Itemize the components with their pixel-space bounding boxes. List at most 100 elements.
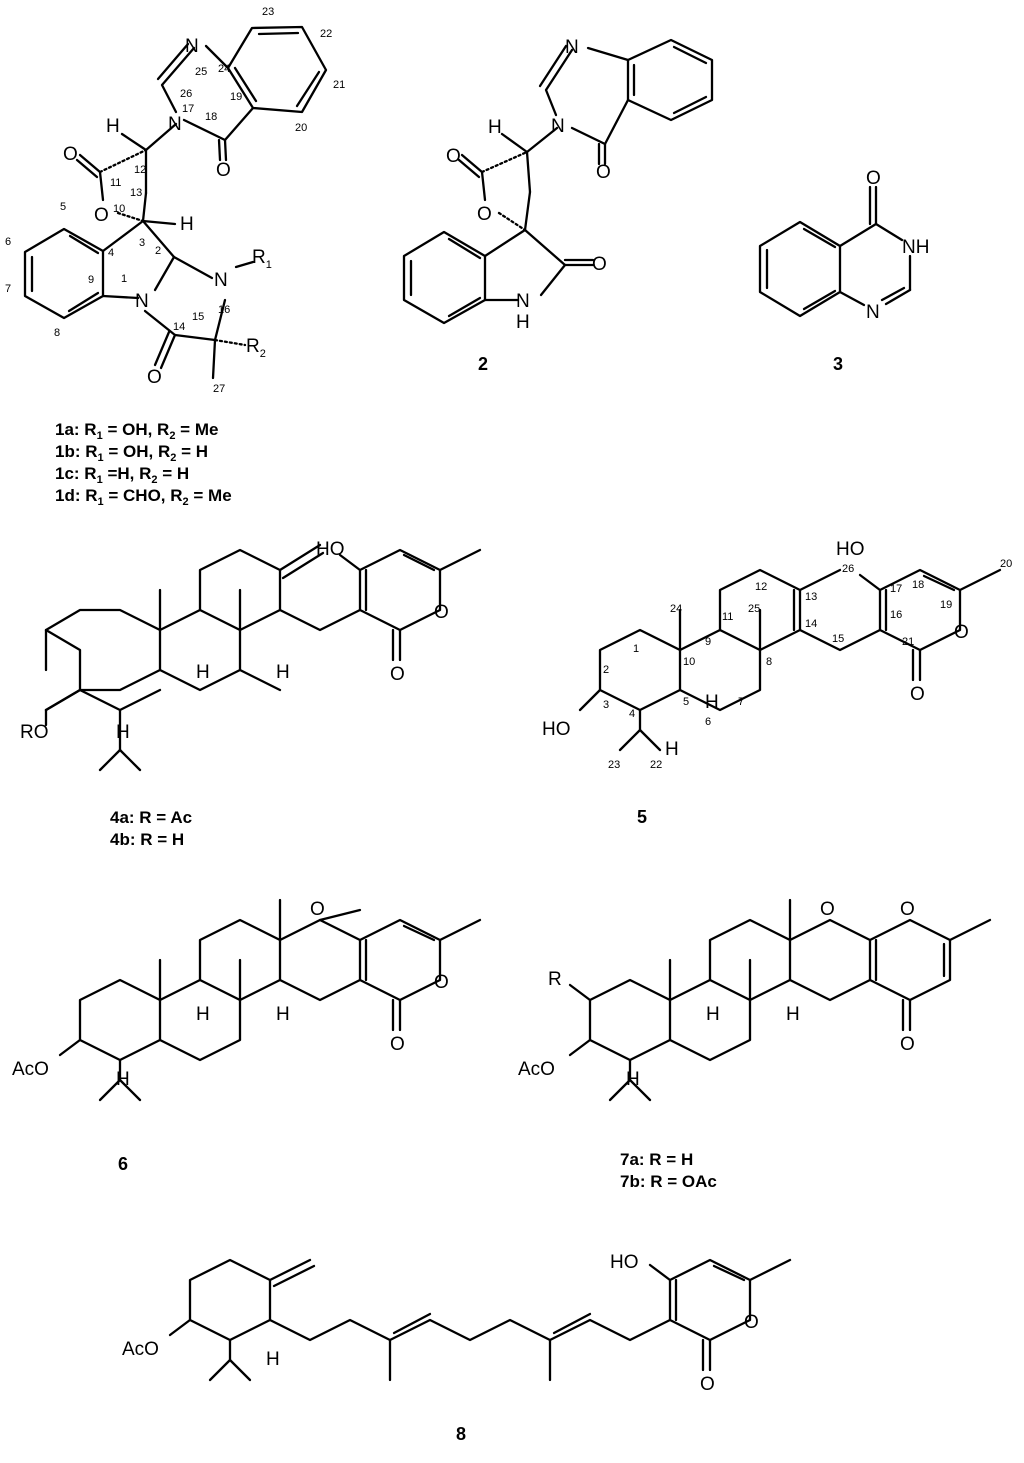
compound-3-atom-o: O — [866, 168, 881, 189]
atom-number: 4 — [108, 247, 114, 259]
compound-7-atom-h5: H — [626, 1069, 640, 1090]
compound-7-structure: R O O O AcO H H H — [518, 898, 992, 1102]
atom-number: 8 — [54, 327, 60, 339]
compound-1-atom-h2: H — [180, 214, 194, 235]
compound-5-atom-h5: H — [665, 739, 679, 760]
variant-label-1c: 1c: R1 =H, R2 = H — [55, 464, 189, 486]
compound-8-structure: HO O O AcO H — [122, 1252, 792, 1395]
atom-number: 26 — [180, 88, 192, 100]
atom-number: 14 — [805, 618, 817, 630]
atom-number: 7 — [5, 283, 11, 295]
compound-7-atom-r: R — [548, 969, 562, 990]
compound-1-atom-o14: O — [147, 367, 162, 388]
compound-2-atom-o-quinazolinone: O — [596, 162, 611, 183]
atom-number: 17 — [182, 103, 194, 115]
compound-2-atom-o-oxindole: O — [592, 254, 607, 275]
compound-1-atom-o11: O — [63, 144, 78, 165]
compound-6-atom-h14: H — [276, 1004, 290, 1025]
atom-number: 27 — [213, 383, 225, 395]
compound-5-numbering: 1 2 3 4 5 6 7 8 9 10 11 12 13 14 15 16 1… — [603, 558, 1012, 771]
atom-number: 3 — [603, 699, 609, 711]
atom-number: 23 — [262, 6, 274, 18]
atom-number: 24 — [218, 63, 230, 75]
atom-number: 13 — [130, 187, 142, 199]
compound-8-atom-o-ring: O — [744, 1312, 759, 1333]
atom-number: 10 — [683, 656, 695, 668]
compound-7-atom-h9: H — [706, 1004, 720, 1025]
compound-8-atom-h: H — [266, 1349, 280, 1370]
compound-2-label: 2 — [478, 354, 488, 374]
compound-4-atom-h5: H — [116, 722, 130, 743]
atom-number: 26 — [842, 563, 854, 575]
compound-2-structure: N N O H O O O N H — [402, 37, 714, 333]
compound-2-atom-nh-h: H — [516, 312, 530, 333]
atom-number: 15 — [832, 633, 844, 645]
atom-number: 22 — [320, 28, 332, 40]
atom-number: 1 — [633, 643, 639, 655]
compound-2-atom-n-quinazoline: N — [565, 37, 579, 58]
compound-6-label: 6 — [118, 1154, 128, 1174]
compound-1-atom-n1: N — [135, 291, 149, 312]
compound-4-atom-ho: HO — [316, 539, 345, 560]
atom-number: 9 — [88, 274, 94, 286]
atom-number: 18 — [205, 111, 217, 123]
atom-number: 5 — [683, 696, 689, 708]
compound-6-atom-o-ring: O — [434, 972, 449, 993]
atom-number: 18 — [912, 579, 924, 591]
atom-number: 2 — [603, 664, 609, 676]
atom-number: 24 — [670, 603, 682, 615]
variant-label-4b: 4b: R = H — [110, 830, 184, 849]
atom-number: 7 — [738, 696, 744, 708]
compound-6-atom-h9: H — [196, 1004, 210, 1025]
compound-8-label: 8 — [456, 1424, 466, 1444]
compound-7-atom-o-carbonyl: O — [900, 1034, 915, 1055]
compound-2-atom-o-lactone-carbonyl: O — [446, 146, 461, 167]
atom-number: 19 — [230, 91, 242, 103]
compound-1-atom-r1: R1 — [252, 247, 272, 271]
compound-5-atom-o-carbonyl: O — [910, 684, 925, 705]
atom-number: 11 — [110, 177, 121, 189]
atom-number: 6 — [5, 236, 11, 248]
compound-1-atom-n17: N — [168, 114, 182, 135]
compound-4-atom-o-carbonyl: O — [390, 664, 405, 685]
atom-number: 20 — [295, 122, 307, 134]
compound-1-atom-o10: O — [94, 205, 109, 226]
atom-number: 11 — [722, 611, 733, 623]
compound-4-atom-ro: RO — [20, 722, 49, 743]
atom-number: 13 — [805, 591, 817, 603]
compound-6-structure: O O O AcO H H H — [12, 898, 482, 1102]
compound-1-structure: N N O H O O H N N R1 R2 O 1 2 3 4 5 6 7 … — [5, 6, 345, 395]
compound-2-atom-n-amide: N — [551, 116, 565, 137]
atom-number: 9 — [705, 636, 711, 648]
compound-4-atom-h9: H — [196, 662, 210, 683]
atom-number: 23 — [608, 759, 620, 771]
atom-number: 21 — [902, 636, 914, 648]
compound-7-atom-o-ring: O — [900, 899, 915, 920]
atom-number: 16 — [890, 609, 902, 621]
compound-5-atom-o-ring: O — [954, 622, 969, 643]
atom-number: 14 — [173, 321, 185, 333]
variant-label-4a: 4a: R = Ac — [110, 808, 192, 827]
compound-2-atom-o-lactone-ring: O — [477, 204, 492, 225]
compound-1-atom-n-quinazoline: N — [185, 36, 199, 57]
compound-2-atom-nh: N — [516, 291, 530, 312]
atom-number: 21 — [333, 79, 345, 91]
compound-7-atom-o-ether: O — [820, 899, 835, 920]
atom-number: 6 — [705, 716, 711, 728]
variant-label-7b: 7b: R = OAc — [620, 1172, 717, 1191]
compound-5-atom-ho: HO — [836, 539, 865, 560]
compound-1-atom-r2: R2 — [246, 336, 266, 360]
compound-8-atom-o-carbonyl: O — [700, 1374, 715, 1395]
atom-number: 12 — [755, 581, 767, 593]
compound-3-atom-nh: NH — [902, 237, 929, 258]
atom-number: 15 — [192, 311, 204, 323]
atom-number: 10 — [113, 203, 125, 215]
compound-6-atom-o-ether: O — [310, 899, 325, 920]
variant-label-1a: 1a: R1 = OH, R2 = Me — [55, 420, 218, 442]
compound-6-atom-aco: AcO — [12, 1059, 49, 1080]
atom-number: 2 — [155, 245, 161, 257]
atom-number: 17 — [890, 583, 902, 595]
compound-4-atom-h14: H — [276, 662, 290, 683]
compound-1-variant-labels: 1a: R1 = OH, R2 = Me 1b: R1 = OH, R2 = H… — [55, 420, 232, 508]
